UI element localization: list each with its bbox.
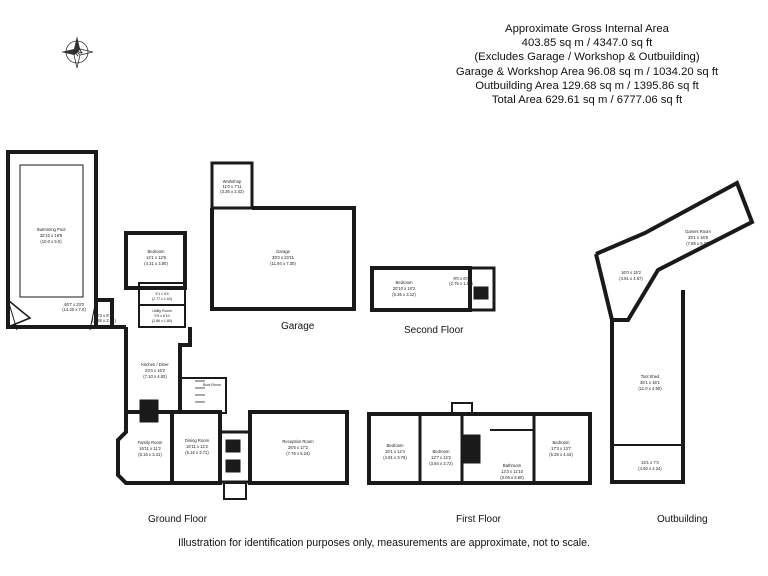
games-dims: 25'1 x 16'8 <box>688 235 709 240</box>
tool-shed-metric: (11.0 x 4.90) <box>638 386 662 391</box>
svg-text:N: N <box>72 45 85 59</box>
ff-bed1-dims: 16'1 x 12'4 <box>385 449 406 454</box>
garage-metric: (11.94 x 7.30) <box>270 261 296 266</box>
area-gross: 403.85 sq m / 4347.0 sq ft <box>521 37 653 50</box>
reception-metric: (7.76 x 5.24) <box>286 451 310 456</box>
dining-dims: 16'11 x 12'2 <box>186 444 209 449</box>
ff-bath-metric: (3.05 x 3.60) <box>500 475 524 480</box>
ff-bed3-name: Bedroom <box>553 440 571 445</box>
area-summary: Approximate Gross Internal Area 403.85 s… <box>432 22 742 107</box>
floor-label-first: First Floor <box>456 514 501 525</box>
pool-dims: 32'10 x 16'5 <box>40 233 63 238</box>
tool-shed-name: Tool Shed <box>641 374 660 379</box>
workshop-dims: 11'0 x 7'11 <box>222 184 242 189</box>
family-dims: 16'11 x 11'2 <box>139 446 161 451</box>
ff-bath-name: Bathroom <box>503 463 522 468</box>
ob-small-dims: 15'1 x 7'4 <box>641 460 659 465</box>
reception-dims: 25'5 x 17'2 <box>288 445 309 450</box>
ensuite-name: Ensuite <box>156 287 168 291</box>
ff-bed2-name: Bedroom <box>433 449 451 454</box>
workshop-metric: (3.36 x 2.42) <box>220 189 244 194</box>
floor-label-second: Second Floor <box>404 325 464 336</box>
room-labels: Swimming Pool 32'10 x 16'5 (10.0 x 5.0) … <box>37 179 712 480</box>
sf-bedroom-metric: (6.35 x 3.12) <box>392 292 416 297</box>
utility-metric: (2.86 x 1.80) <box>152 319 172 323</box>
boot-room-name: Boot Room <box>203 383 221 387</box>
pool-metric: (10.0 x 5.0) <box>40 239 62 244</box>
sf-bedroom-dims: 20'10 x 10'2 <box>393 286 416 291</box>
ob-room-metric: (4.91 x 4.67) <box>619 276 643 281</box>
area-excludes: (Excludes Garage / Workshop & Outbuildin… <box>474 51 700 64</box>
pool-name: Swimming Pool <box>37 227 66 232</box>
ensuite-metric: (2.77 x 1.63) <box>152 297 172 301</box>
area-garage-workshop: Garage & Workshop Area 96.08 sq m / 1034… <box>455 65 719 78</box>
pool-surround-metric: (14.20 x 7.0) <box>62 307 86 312</box>
tool-shed-dims: 36'1 x 16'1 <box>640 380 661 385</box>
dining-name: Dining Room <box>185 438 210 443</box>
ff-bed2-metric: (3.84 x 3.72) <box>429 461 453 466</box>
ff-bed2-dims: 12'7 x 12'2 <box>431 455 452 460</box>
utility-dims: 9'5 x 6'10 <box>154 314 169 318</box>
sf-store-dims: 9'0 x 6'0 <box>453 276 469 281</box>
area-outbuilding: Outbuilding Area 129.68 sq m / 1395.86 s… <box>475 79 699 92</box>
area-title: Approximate Gross Internal Area <box>505 23 669 35</box>
ob-room-dims: 16'0 x 15'2 <box>621 270 642 275</box>
area-total: Total Area 629.61 sq m / 6777.06 sq ft <box>491 94 683 107</box>
ff-bed1-name: Bedroom <box>387 443 405 448</box>
games-metric: (7.65 x 5.08) <box>686 241 710 246</box>
ob-small-metric: (4.60 x 2.24) <box>638 466 662 471</box>
floor-label-ground: Ground Floor <box>148 514 207 525</box>
garage-dims: 39'2 x 23'11 <box>272 255 295 260</box>
workshop-name: Workshop <box>223 179 242 184</box>
ff-bed3-dims: 17'3 x 13'7 <box>551 446 572 451</box>
kitchen-metric: (7.10 x 4.93) <box>143 374 167 379</box>
disclaimer-footer: Illustration for identification purposes… <box>178 537 590 549</box>
utility-name: Utility Room <box>152 309 171 313</box>
compass-icon: N <box>61 36 94 69</box>
pool-surround-dims: 46'7 x 23'0 <box>64 302 85 307</box>
garage-name: Garage <box>276 249 291 254</box>
gf-bedroom-dims: 14'1 x 12'6 <box>146 255 167 260</box>
floor-label-outbuilding: Outbuilding <box>657 514 708 525</box>
pool-basin <box>19 164 84 298</box>
ff-bed3-metric: (5.25 x 4.15) <box>549 452 573 457</box>
ensuite-dims: 9'1 x 5'4 <box>155 292 168 296</box>
kitchen-dims: 23'4 x 16'2 <box>145 368 166 373</box>
ff-bath-dims: 12'3 x 11'10 <box>501 469 524 474</box>
family-metric: (5.16 x 3.41) <box>138 452 162 457</box>
floor-label-garage: Garage <box>281 321 315 332</box>
gf-bedroom-metric: (4.31 x 3.80) <box>144 261 168 266</box>
sf-bedroom-name: Bedroom <box>396 280 414 285</box>
dining-metric: (5.16 x 3.71) <box>185 450 209 455</box>
sf-store-metric: (2.75 x 1.83) <box>449 281 473 286</box>
gf-bedroom-name: Bedroom <box>148 249 166 254</box>
games-name: Games Room <box>685 229 711 234</box>
family-name: Family Room <box>138 440 163 445</box>
ff-bed1-metric: (4.91 x 3.76) <box>383 455 407 460</box>
pool-side-dims: 16'3 x 6'10 <box>94 313 115 318</box>
reception-name: Reception Room <box>282 439 314 444</box>
pool-side-metric: (4.95 x 2.09) <box>92 318 116 323</box>
kitchen-name: Kitchen / Diner <box>141 362 169 367</box>
